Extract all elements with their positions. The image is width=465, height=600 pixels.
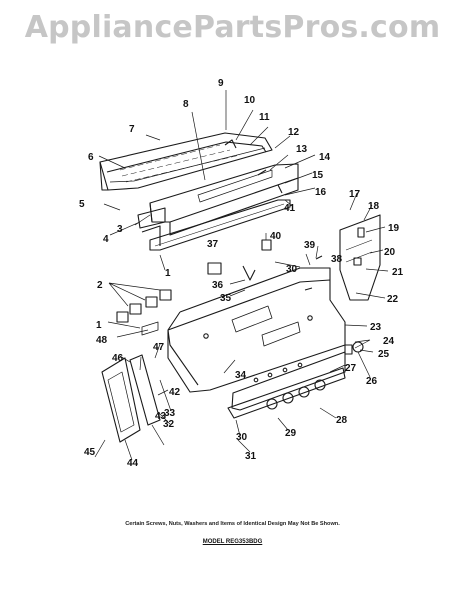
callout-19: 19 (388, 223, 400, 234)
callout-42: 42 (169, 387, 181, 398)
callout-4: 4 (103, 234, 109, 245)
callout-45: 45 (84, 447, 96, 458)
footnote: Certain Screws, Nuts, Washers and Items … (125, 521, 340, 527)
callout-33: 33 (164, 408, 176, 419)
callout-17: 17 (349, 189, 361, 200)
callout-41: 41 (284, 203, 296, 214)
callout-1: 1 (165, 268, 171, 279)
callout-43: 43 (155, 411, 167, 422)
callout-38: 38 (331, 254, 343, 265)
callout-3: 3 (117, 224, 123, 235)
callout-13: 13 (296, 144, 308, 155)
callout-46: 46 (112, 353, 124, 364)
callout-18: 18 (368, 201, 380, 212)
model-label: MODEL REG353BDG (202, 539, 263, 545)
callout-24: 24 (383, 336, 395, 347)
callout-47: 47 (153, 342, 165, 353)
left-end-cap (101, 354, 161, 443)
callout-44: 44 (127, 458, 139, 469)
callout-1: 1 (96, 320, 102, 331)
callout-10: 10 (244, 95, 256, 106)
callout-36: 36 (212, 280, 224, 291)
callout-27: 27 (345, 363, 357, 374)
callout-22: 22 (387, 294, 399, 305)
callout-12: 12 (288, 127, 300, 138)
callout-39: 39 (304, 240, 316, 251)
callout-21: 21 (392, 267, 404, 278)
top-trim-panel (99, 132, 273, 191)
callout-30: 30 (286, 264, 298, 275)
right-end-bracket (339, 214, 381, 301)
callout-14: 14 (319, 152, 331, 163)
callout-26: 26 (366, 376, 378, 387)
knob-panel (227, 351, 346, 419)
callout-15: 15 (312, 170, 324, 181)
callout-5: 5 (79, 199, 85, 210)
control-panel (167, 267, 346, 393)
leader-lines (94, 90, 389, 461)
callout-25: 25 (378, 349, 390, 360)
callout-11: 11 (259, 112, 270, 123)
callout-31: 31 (245, 451, 257, 462)
callout-30: 30 (236, 432, 248, 443)
callout-37: 37 (207, 239, 219, 250)
callout-32: 32 (163, 419, 175, 430)
callout-40: 40 (270, 231, 282, 242)
lower-rail (141, 199, 291, 251)
back-frame (149, 163, 299, 236)
site-watermark: AppliancePartsPros.com (24, 10, 441, 45)
callout-20: 20 (384, 247, 396, 258)
callout-7: 7 (129, 124, 135, 135)
callout-6: 6 (88, 152, 94, 163)
callout-2: 2 (97, 280, 103, 291)
callout-34: 34 (235, 370, 247, 381)
callout-8: 8 (183, 99, 189, 110)
side-bracket (137, 207, 166, 229)
callout-35: 35 (220, 293, 232, 304)
switch-blocks (116, 239, 353, 355)
callout-23: 23 (370, 322, 382, 333)
callout-29: 29 (285, 428, 297, 439)
callout-48: 48 (96, 335, 108, 346)
callout-16: 16 (315, 187, 327, 198)
callout-28: 28 (336, 415, 348, 426)
callout-9: 9 (218, 78, 224, 89)
